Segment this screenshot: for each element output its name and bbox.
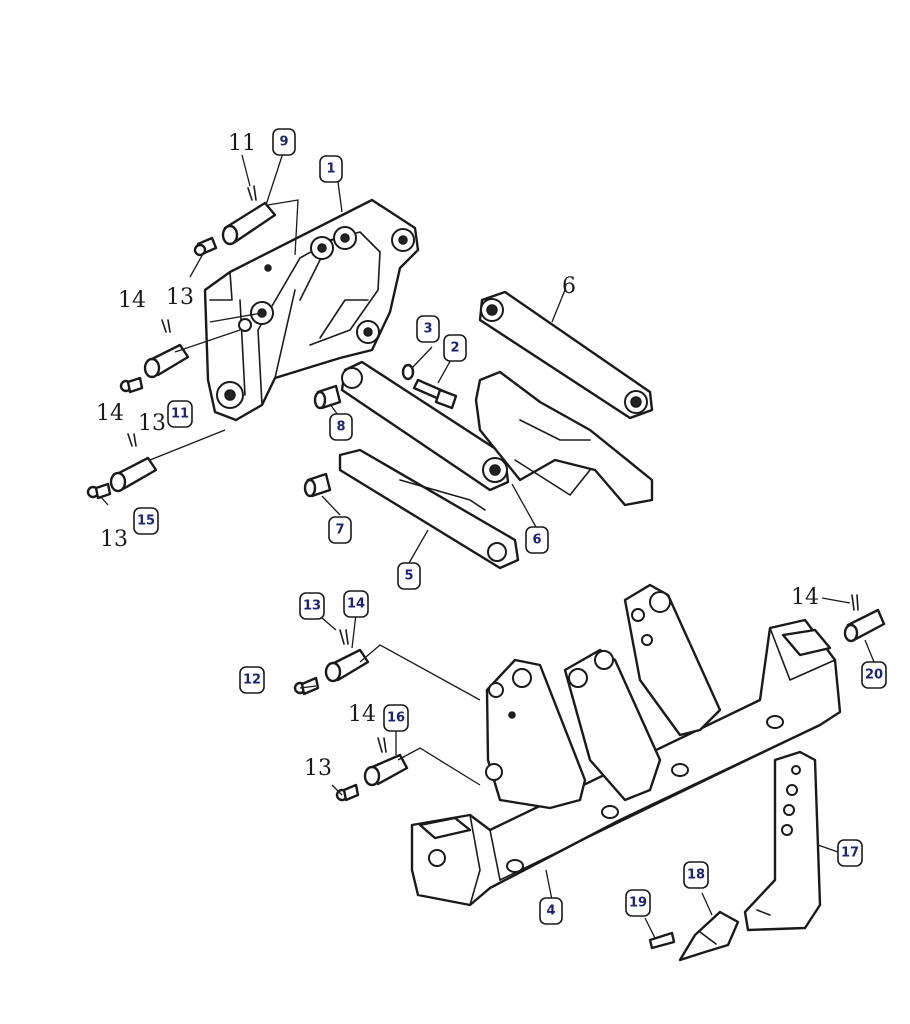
grease-fitting-13-mid: [119, 376, 144, 394]
yoke-frame: [474, 370, 654, 507]
callout-6[interactable]: 6: [525, 526, 549, 554]
pin-19: [648, 931, 676, 950]
callout-5[interactable]: 5: [397, 562, 421, 590]
printed-label: 6: [562, 274, 576, 299]
callout-13[interactable]: 13: [299, 592, 325, 620]
callout-9[interactable]: 9: [272, 128, 296, 156]
link-arm-6-lower: [340, 360, 510, 492]
callout-number: 1: [326, 162, 335, 177]
printed-label: 14: [118, 288, 146, 313]
cotter-pin-14-a: [161, 319, 171, 333]
pin-14-lower: [324, 648, 370, 683]
callout-number: 8: [336, 420, 345, 435]
callout-number: 12: [243, 673, 261, 688]
callout-8[interactable]: 8: [329, 413, 353, 441]
callout-14[interactable]: 14: [343, 590, 369, 618]
printed-label: 14: [348, 702, 376, 727]
callout-4[interactable]: 4: [539, 897, 563, 925]
callout-number: 11: [171, 407, 189, 422]
callout-number: 7: [335, 523, 344, 538]
bolt-2: [412, 378, 458, 410]
callout-7[interactable]: 7: [328, 516, 352, 544]
callout-number: 17: [841, 846, 859, 861]
grease-fitting-12: [293, 676, 320, 696]
lower-assembly: [293, 583, 886, 962]
printed-label: 14: [791, 585, 819, 610]
bracket-left: [485, 658, 587, 810]
tooth-18: [678, 910, 740, 962]
callout-3[interactable]: 3: [416, 315, 440, 343]
cotter-pin-13-lower: [339, 629, 349, 645]
printed-label: 13: [304, 756, 332, 781]
callout-number: 4: [546, 904, 555, 919]
callout-number: 5: [404, 569, 413, 584]
callout-19[interactable]: 19: [625, 889, 651, 917]
callout-12[interactable]: 12: [239, 666, 265, 694]
callout-number: 6: [532, 533, 541, 548]
printed-label: 11: [228, 131, 256, 156]
grease-fitting-13-top: [193, 236, 218, 257]
callout-number: 13: [303, 599, 321, 614]
cotter-pin-11-top: [247, 185, 257, 201]
callout-1[interactable]: 1: [319, 155, 343, 183]
callout-number: 20: [865, 668, 883, 683]
callout-20[interactable]: 20: [861, 661, 887, 689]
callout-number: 18: [687, 868, 705, 883]
callout-number: 15: [137, 514, 155, 529]
bushing-7: [303, 472, 332, 498]
shank-17: [743, 750, 822, 932]
pin-20: [843, 608, 886, 643]
callout-17[interactable]: 17: [837, 839, 863, 867]
callout-number: 9: [279, 135, 288, 150]
callout-number: 3: [423, 322, 432, 337]
printed-label: 13: [138, 411, 166, 436]
bushing-8: [313, 384, 342, 410]
callout-tags: 1 2 3 4 5 6 7 8: [133, 128, 887, 925]
bracket-middle: [563, 648, 662, 802]
cotter-pin-14-b: [127, 433, 137, 447]
callout-16[interactable]: 16: [383, 704, 409, 732]
printed-label: 13: [100, 527, 128, 552]
link-arm-6-upper: [478, 290, 654, 420]
callout-number: 19: [629, 896, 647, 911]
callout-11[interactable]: 11: [167, 400, 193, 428]
printed-label: 14: [96, 401, 124, 426]
pin-11: [143, 343, 190, 379]
washer-3: [401, 363, 415, 381]
bracket-right: [623, 583, 722, 737]
cotter-pin-14-right: [851, 594, 859, 611]
callout-2[interactable]: 2: [443, 334, 467, 362]
callout-number: 16: [387, 711, 405, 726]
callout-18[interactable]: 18: [683, 861, 709, 889]
callout-15[interactable]: 15: [133, 507, 159, 535]
link-arm-5: [338, 448, 520, 570]
pin-9: [221, 201, 277, 246]
callout-number: 2: [450, 341, 459, 356]
upper-assembly: [86, 152, 654, 570]
pin-16: [363, 753, 409, 787]
grease-fitting-13-low: [86, 482, 112, 500]
callout-number: 14: [347, 597, 365, 612]
printed-part-numbers: 11 13 14 13 14 13 6 14 13 14: [96, 131, 819, 781]
cotter-pin-14-lower: [377, 737, 387, 753]
printed-label: 13: [166, 285, 194, 310]
main-frame-1: [203, 198, 420, 422]
pin-15: [109, 456, 158, 493]
